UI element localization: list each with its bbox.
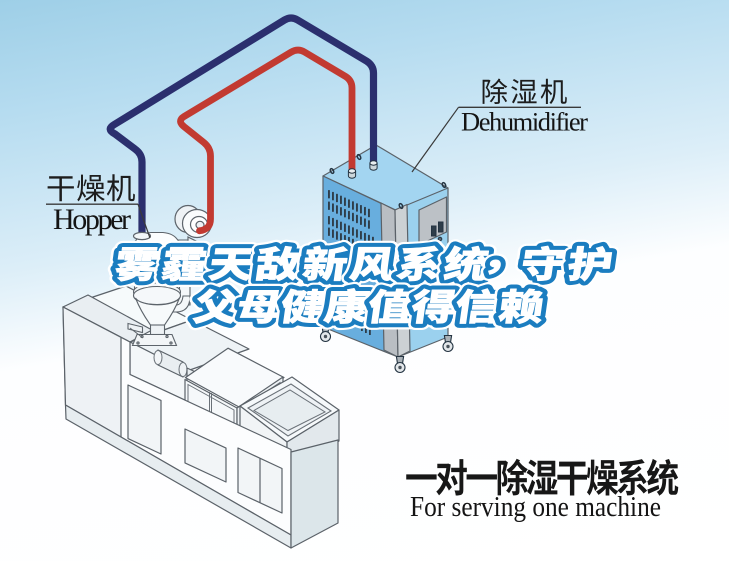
svg-text:Dehumidifier: Dehumidifier xyxy=(461,107,588,137)
svg-text:Hopper: Hopper xyxy=(53,203,131,236)
svg-text:For serving one machine: For serving one machine xyxy=(410,492,661,523)
